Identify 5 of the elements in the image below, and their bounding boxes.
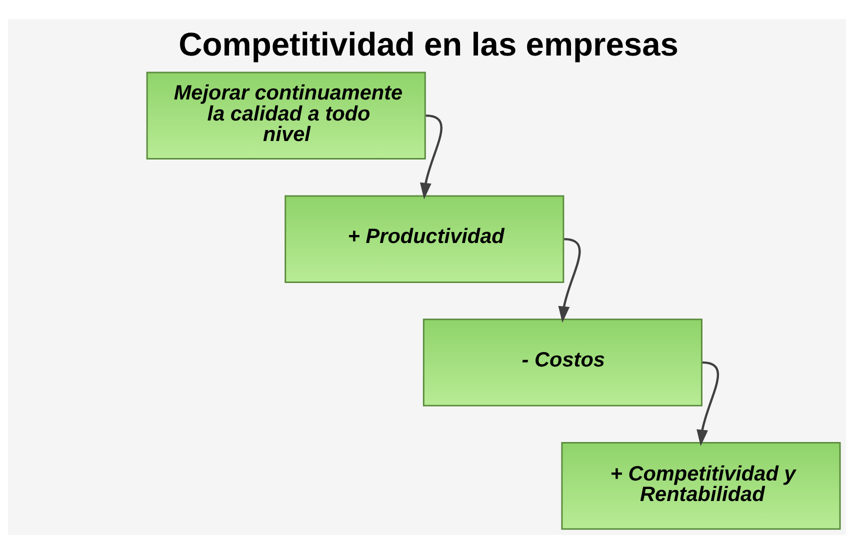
node-box: + Competitividad y Rentabilidad — [561, 442, 841, 530]
node-box: - Costos — [422, 318, 702, 406]
node-box: Mejorar continuamente la calidad a todo nivel — [146, 72, 426, 160]
diagram-title: Competitividad en las empresas — [178, 26, 678, 63]
node-box: + Productividad — [284, 195, 564, 283]
